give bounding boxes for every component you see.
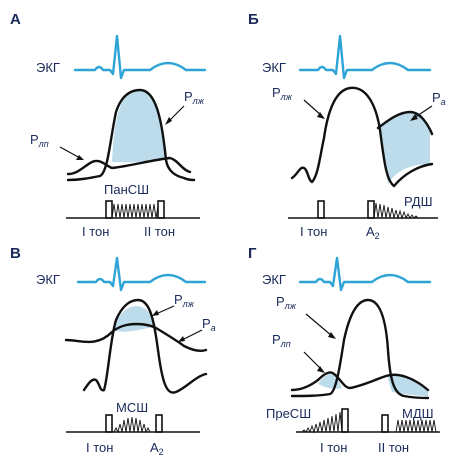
panel-d-ecg-trace — [298, 256, 432, 292]
panel-a-regurgitation-area — [112, 89, 166, 163]
panel-c-lv-arrow — [155, 305, 175, 315]
panel-c-aortic-pressure-curve — [64, 322, 208, 352]
panel-b-lv-label: Pлж — [272, 85, 293, 102]
panel-a-s2-sound — [157, 200, 165, 219]
panel-b-ecg-trace — [298, 34, 432, 80]
panel-b-lv-arrow — [303, 99, 323, 117]
panel-a-letter: А — [10, 11, 21, 28]
panel-a: А ЭКГ Pлж Pлп ПанСШ I тон II тон — [10, 11, 207, 239]
panel-a-s2-label: II тон — [144, 224, 175, 239]
panel-b-s1-sound — [317, 200, 325, 219]
panel-a-s1-sound — [105, 200, 113, 219]
panel-a-la-arrow — [59, 146, 81, 159]
panel-b-a2-sound — [367, 200, 375, 219]
panel-d: Г ЭКГ Pлж Pлп ПреСШ МДШ I тон II тон — [248, 245, 440, 455]
panel-d-lv-arrowhead — [328, 332, 336, 339]
panel-c-murmur-label: МСШ — [116, 400, 148, 415]
panel-d-lv-arrow — [305, 313, 333, 337]
panel-d-s1-label: I тон — [320, 440, 347, 455]
panel-a-la-arrowhead — [76, 155, 84, 160]
panel-b-letter: Б — [248, 11, 259, 28]
panel-b-a2-label: A2 — [366, 224, 380, 241]
panel-c-a2-sound — [155, 414, 163, 433]
panel-c-lv-pressure-curve — [82, 298, 208, 394]
panel-a-ecg-trace — [73, 34, 207, 80]
panel-c: В ЭКГ Pлж Pа МСШ I тон A2 — [10, 245, 216, 457]
panel-a-ecg-label: ЭКГ — [36, 60, 60, 75]
panel-c-aortic-arrowhead — [178, 336, 185, 342]
panel-a-lv-pressure-curve — [66, 88, 196, 182]
panel-a-la-pressure-curve — [66, 156, 192, 176]
panel-b: Б ЭКГ Pлж Pа РДШ I тон A2 — [248, 11, 446, 241]
panel-b-aortic-arrow — [413, 105, 433, 119]
panel-a-s1-label: I тон — [82, 224, 109, 239]
panel-c-ecg-trace — [76, 256, 207, 292]
panel-d-presystolic-label: ПреСШ — [266, 406, 311, 421]
panel-d-presystolic-murmur — [301, 411, 343, 434]
panel-a-pansystolic-murmur — [111, 203, 159, 219]
panel-d-s1-sound — [341, 408, 349, 433]
panel-d-la-arrow — [303, 351, 323, 371]
panel-c-a2-label: A2 — [150, 440, 164, 457]
panel-c-letter: В — [10, 245, 21, 262]
panel-c-aortic-arrow — [181, 329, 203, 341]
panel-c-s1-label: I тон — [86, 440, 113, 455]
panel-c-ecg-label: ЭКГ — [36, 272, 60, 287]
panel-d-middiastolic-murmur — [395, 419, 437, 433]
panel-a-la-label: Pлп — [30, 132, 49, 149]
panel-c-midsystolic-murmur — [113, 416, 151, 434]
panel-b-murmur-label: РДШ — [404, 194, 433, 209]
panel-d-middiastolic-label: МДШ — [402, 406, 434, 421]
panel-d-ecg-label: ЭКГ — [262, 272, 286, 287]
panel-b-aortic-pressure-curve — [376, 110, 434, 136]
panel-d-s2-sound — [381, 414, 389, 433]
panel-a-lv-arrowhead — [165, 117, 172, 125]
panel-b-aortic-arrowhead — [410, 114, 418, 121]
panel-c-aortic-label: Pа — [202, 316, 216, 333]
panel-d-la-label: Pлп — [272, 332, 291, 349]
panel-a-lv-label: Pлж — [184, 89, 205, 106]
panel-b-s1-label: I тон — [300, 224, 327, 239]
panel-d-s2-label: II тон — [378, 440, 409, 455]
panel-d-lv-pressure-curve — [290, 298, 430, 400]
panel-b-diastolic-murmur — [373, 202, 419, 220]
panel-b-lv-arrowhead — [317, 112, 325, 119]
panel-d-letter: Г — [248, 245, 257, 262]
panel-b-aortic-label: Pа — [432, 90, 446, 107]
panel-c-lv-label: Pлж — [174, 292, 195, 309]
panel-c-s1-sound — [105, 414, 113, 433]
panel-d-lv-label: Pлж — [276, 294, 297, 311]
panel-b-lv-pressure-curve — [290, 86, 434, 188]
panel-d-la-arrowhead — [317, 366, 325, 373]
panel-b-ecg-label: ЭКГ — [262, 60, 286, 75]
panel-b-regurgitation-area — [380, 111, 430, 184]
panel-d-la-pressure-curve — [290, 371, 430, 392]
panel-c-lv-arrowhead — [152, 310, 159, 316]
panel-a-murmur-label: ПанСШ — [104, 182, 149, 197]
